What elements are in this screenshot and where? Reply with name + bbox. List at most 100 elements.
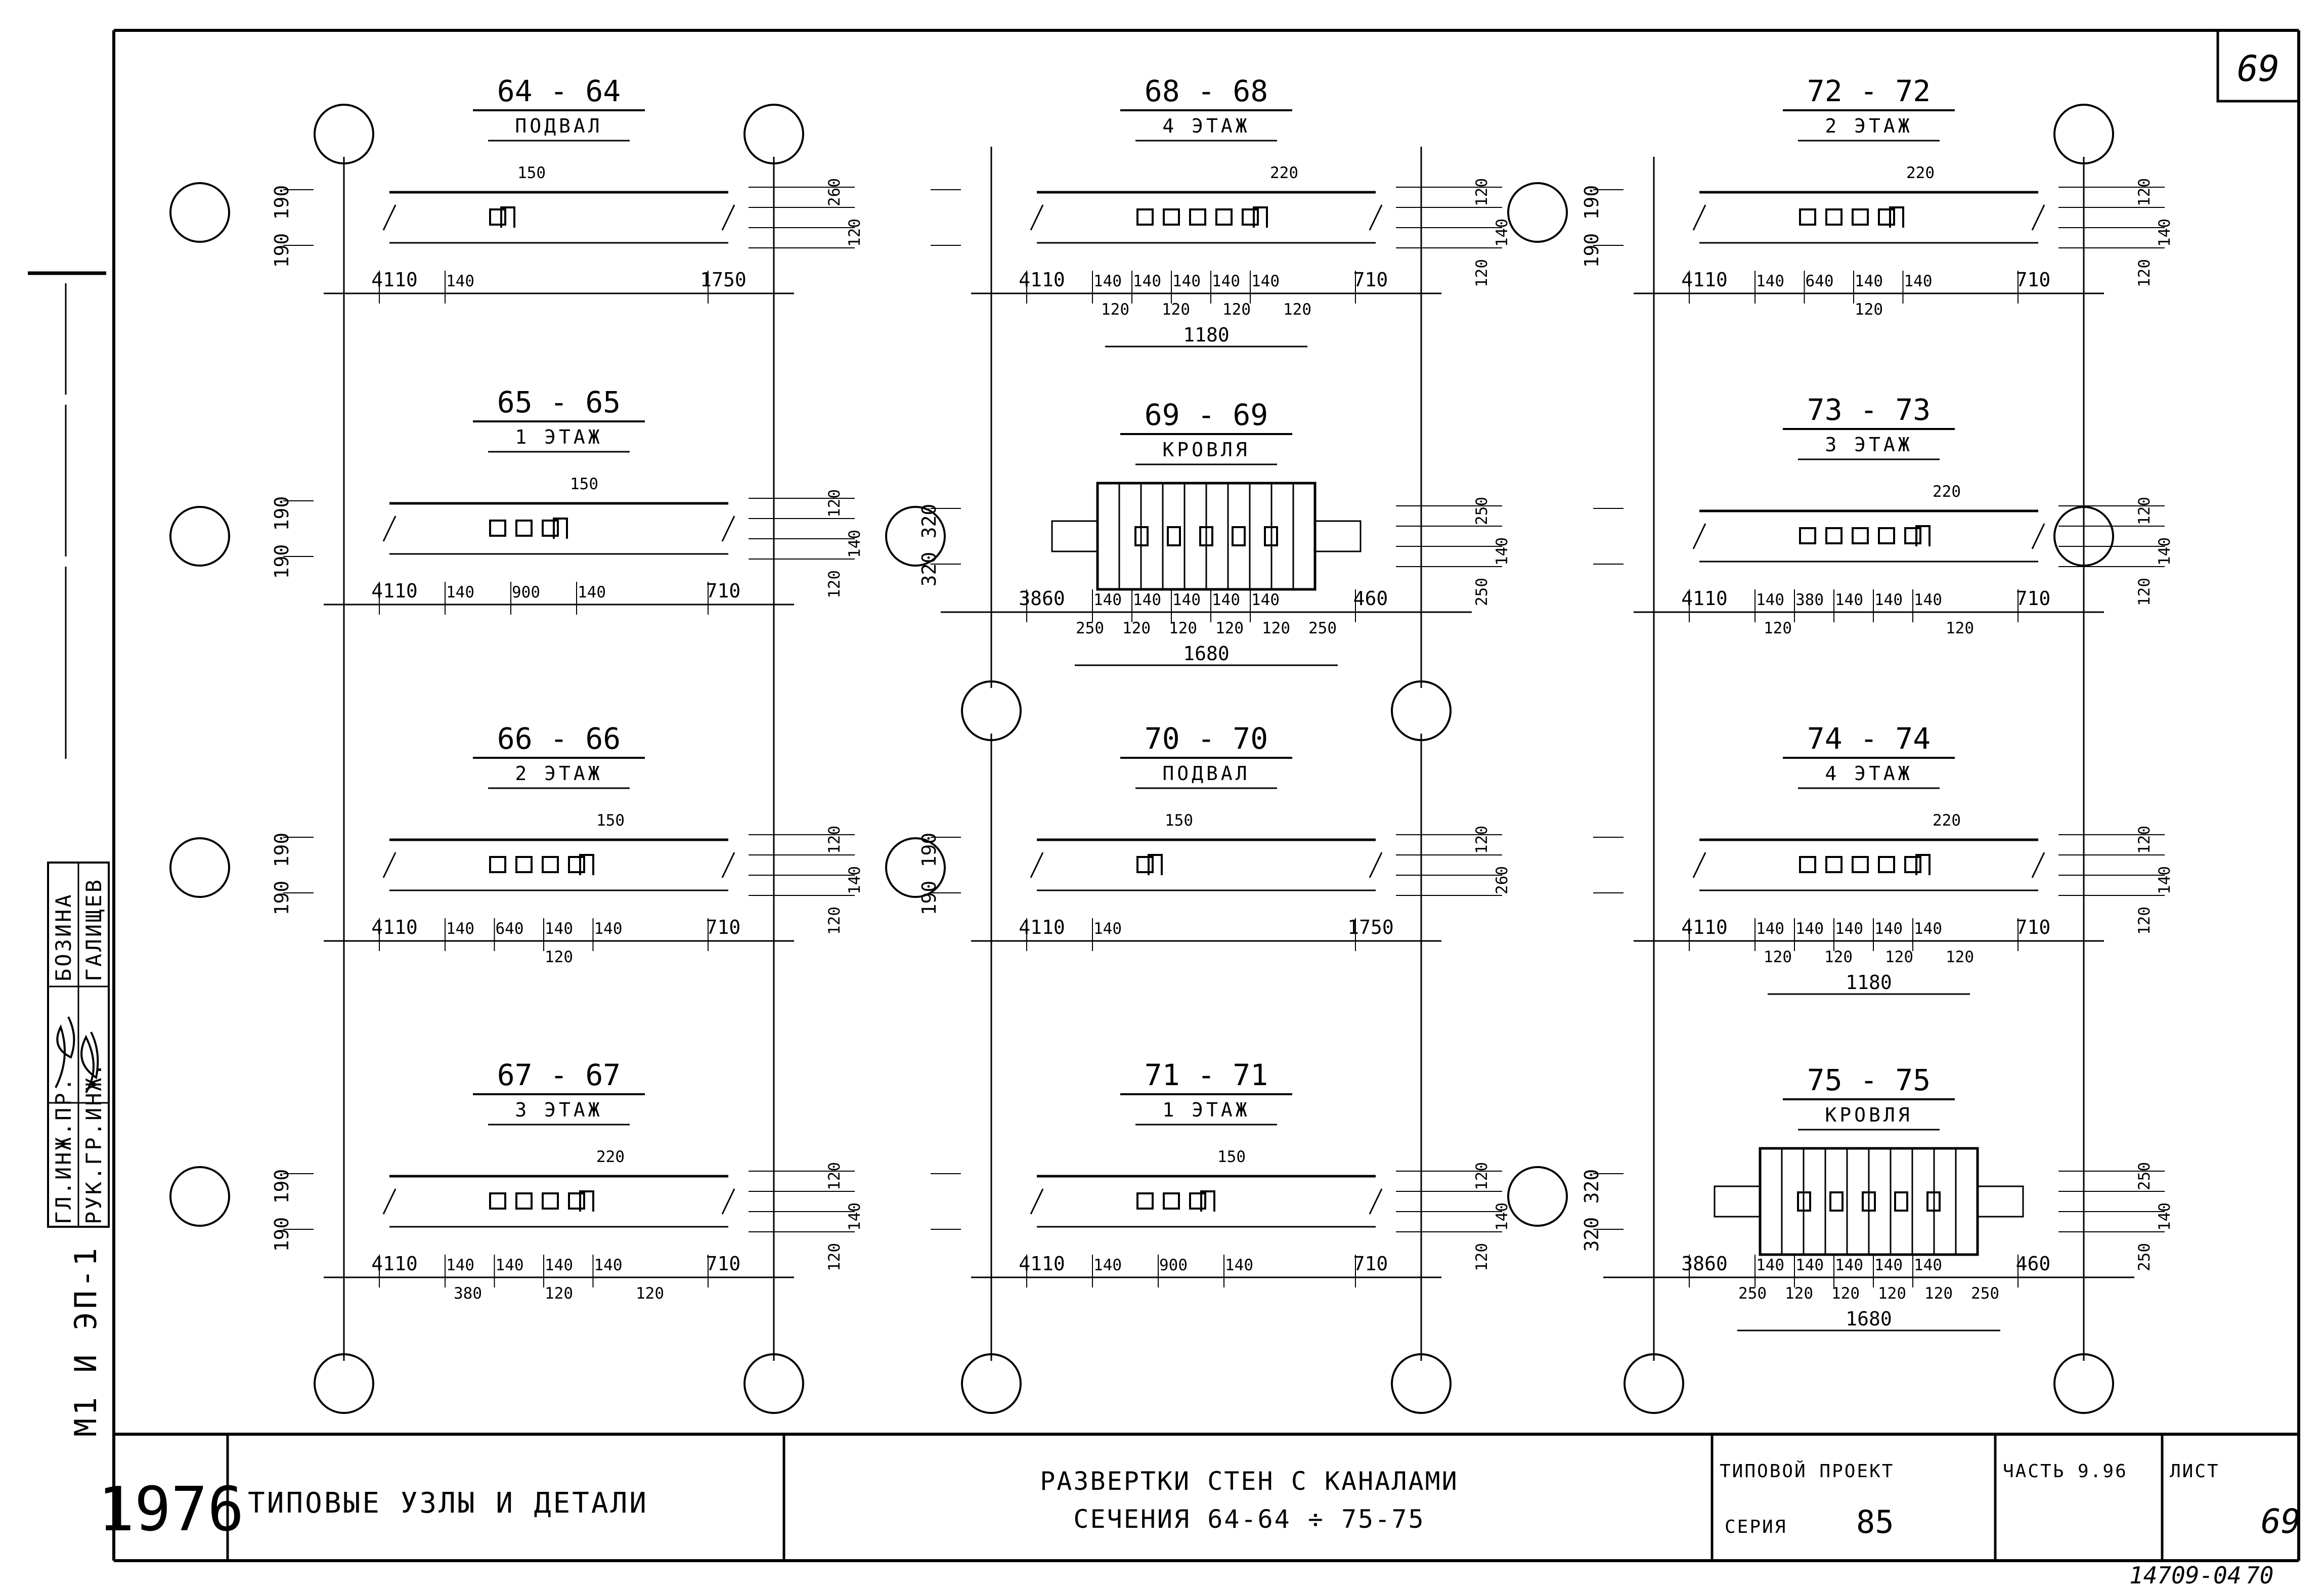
- bottom-dim: 900: [1159, 1256, 1188, 1274]
- bottom-dim: 1750: [700, 269, 747, 291]
- right-dim: 120: [825, 489, 844, 518]
- roof-channel: [1167, 526, 1181, 546]
- left-dim: 190: [271, 185, 293, 220]
- subject: ТИПОВЫЕ УЗЛЫ И ДЕТАЛИ: [248, 1487, 648, 1520]
- channel-square: [489, 208, 506, 226]
- axis-marker-circle: [169, 1166, 230, 1227]
- break-mark: [382, 852, 397, 878]
- corner-sheet-number: 69: [2216, 30, 2299, 103]
- left-dim: 190: [271, 233, 293, 268]
- channel-square: [1136, 856, 1154, 873]
- channel-square: [1904, 856, 1921, 873]
- bottom-dim: 140: [1172, 591, 1201, 609]
- corner-number-text: 69: [2237, 48, 2279, 90]
- bottom-dim: 140: [1756, 591, 1784, 609]
- bottom-dim: 710: [2016, 587, 2051, 610]
- channel-square: [542, 856, 559, 873]
- right-dim: 140: [846, 866, 864, 894]
- break-mark: [382, 204, 397, 231]
- section-title: 75 - 75: [1807, 1063, 1931, 1097]
- bottom-dim: 900: [512, 583, 540, 601]
- bottom-dim: 140: [1795, 1256, 1824, 1274]
- channel-square: [515, 520, 533, 537]
- left-dim: 190: [271, 1217, 293, 1252]
- sheet-frame: [112, 29, 2300, 1562]
- break-mark: [1692, 852, 1706, 878]
- bottom-dim: 710: [1353, 1253, 1388, 1275]
- roof-channel: [1134, 526, 1149, 546]
- signature-1: [55, 1016, 75, 1088]
- right-dim: 140: [2156, 537, 2174, 566]
- bottom-dim: 640: [496, 920, 524, 938]
- sub-dim: 120: [1764, 619, 1792, 637]
- right-dim: 120: [846, 219, 864, 247]
- roof-channel: [1894, 1191, 1908, 1212]
- section-level: 2 ЭТАЖ: [515, 762, 602, 785]
- bottom-dim: 140: [1212, 272, 1240, 290]
- bottom-dim: 140: [1874, 1256, 1903, 1274]
- bottom-dim: 640: [1806, 272, 1834, 290]
- bottom-dim: 4110: [1019, 269, 1065, 291]
- title-block: [226, 1434, 2164, 1561]
- bottom-dim: 140: [1855, 272, 1883, 290]
- left-dim: 190: [1581, 185, 1603, 220]
- channel-square: [1163, 208, 1180, 226]
- bottom-dim: 140: [1093, 1256, 1122, 1274]
- left-dim: 190: [271, 1169, 293, 1204]
- right-dim: 140: [846, 530, 864, 558]
- section-title: 74 - 74: [1807, 721, 1931, 756]
- bottom-dim: 140: [1874, 920, 1903, 938]
- bottom-dim: 140: [496, 1256, 524, 1274]
- stamp-role-2: РУК.ГР.ИНЖ.: [81, 1061, 106, 1224]
- channel-square: [1825, 856, 1843, 873]
- left-dim: 320: [918, 504, 940, 539]
- sub-dim: 120: [1785, 1284, 1813, 1303]
- bottom-dim: 460: [1353, 587, 1388, 610]
- section-title: 66 - 66: [497, 721, 621, 756]
- bottom-dim: 140: [1756, 920, 1784, 938]
- sub-dim: 120: [1283, 300, 1311, 319]
- series-value: 85: [1856, 1503, 1894, 1540]
- axis-marker-circle: [2053, 1353, 2114, 1414]
- roof-stub-left: [1714, 1185, 1761, 1218]
- axis-marker-circle: [885, 837, 946, 898]
- break-mark: [721, 1188, 735, 1215]
- opening-notch: [579, 1190, 594, 1212]
- bottom-dim: 710: [2016, 269, 2051, 291]
- section-title: 69 - 69: [1145, 398, 1268, 432]
- bottom-dim: 140: [1093, 591, 1122, 609]
- axis-marker-circle: [743, 104, 804, 164]
- sub-dim: 250: [1738, 1284, 1767, 1303]
- bottom-dim: 140: [594, 920, 623, 938]
- left-dim: 190: [271, 544, 293, 579]
- bottom-dim: 710: [706, 1253, 741, 1275]
- left-dim: 190: [271, 833, 293, 868]
- right-dim: 120: [825, 1162, 844, 1190]
- right-dim: 140: [2156, 219, 2174, 247]
- bottom-dim: 710: [1353, 269, 1388, 291]
- bottom-dim: 140: [1093, 272, 1122, 290]
- right-dim: 120: [1473, 826, 1491, 854]
- opening-dim: 150: [1165, 811, 1193, 830]
- bottom-dim: 140: [446, 272, 474, 290]
- opening-dim: 220: [596, 1148, 625, 1166]
- break-mark: [1369, 1188, 1383, 1215]
- left-dim: 320: [1581, 1169, 1603, 1204]
- break-mark: [2031, 204, 2045, 231]
- sheet-value: 69: [2261, 1502, 2301, 1541]
- opening-notch: [579, 854, 594, 875]
- year: 1976: [98, 1475, 244, 1545]
- side-stamp: ГЛ.ИНЖ.ПР. РУК.ГР.ИНЖ. БОЗИНА ГАЛИЩЕВ М1…: [28, 271, 110, 1437]
- left-dim: 190: [918, 833, 940, 868]
- right-dim: 250: [1473, 578, 1491, 606]
- right-dim: 120: [825, 907, 844, 935]
- sub-dim: 120: [1764, 948, 1792, 966]
- bottom-dim: 1750: [1347, 916, 1394, 938]
